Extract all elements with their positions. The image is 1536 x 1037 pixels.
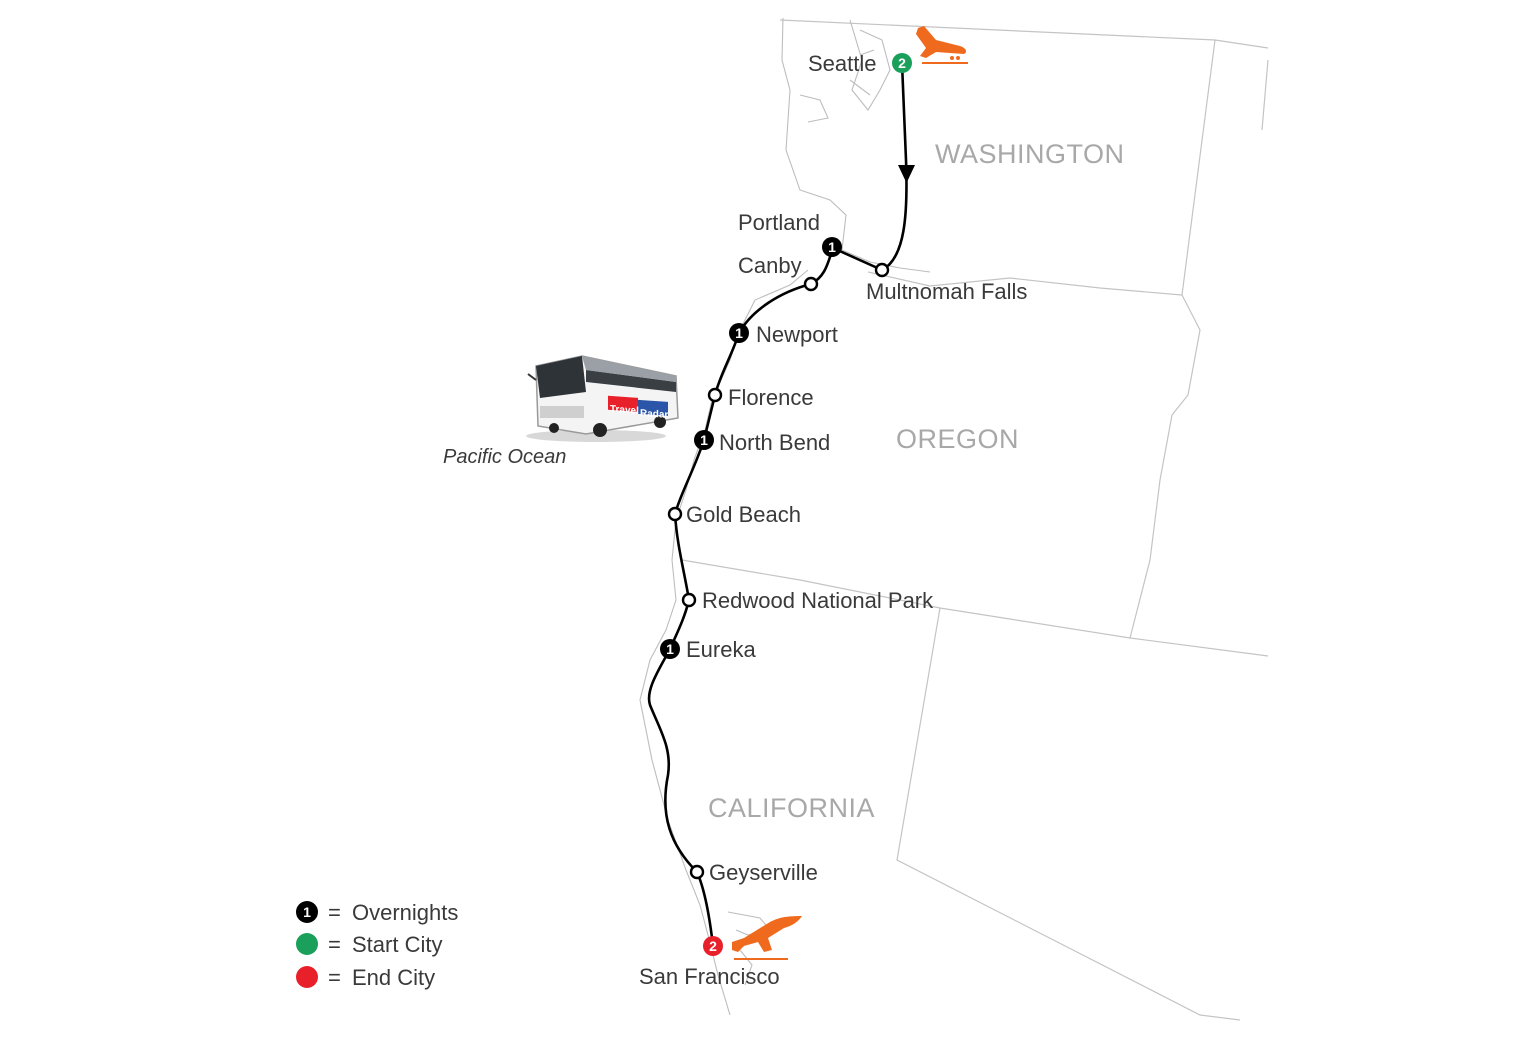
badge-north-bend: 1 bbox=[700, 432, 708, 448]
badge-eureka: 1 bbox=[666, 641, 674, 657]
legend-overnights-label: Overnights bbox=[352, 900, 458, 925]
state-label-oregon: OREGON bbox=[896, 424, 1019, 454]
stop-gold-beach bbox=[667, 506, 683, 522]
stop-redwood bbox=[681, 592, 697, 608]
legend-eq-2: = bbox=[328, 932, 341, 957]
badge-newport: 1 bbox=[735, 325, 743, 341]
badge-portland: 1 bbox=[828, 239, 836, 255]
puget-sound bbox=[799, 19, 891, 123]
state-label-california: CALIFORNIA bbox=[708, 793, 875, 823]
legend-overnights-badge: 1 bbox=[303, 904, 311, 920]
state-label-washington: WASHINGTON bbox=[935, 139, 1125, 169]
legend-start-label: Start City bbox=[352, 932, 442, 957]
legend-start-marker bbox=[296, 933, 318, 955]
bus-icon: Travel Radar bbox=[526, 355, 679, 442]
tour-route-line bbox=[647, 61, 908, 948]
wa-north-border bbox=[779, 19, 1269, 49]
id-mt-border bbox=[1261, 59, 1269, 131]
city-label-eureka: Eureka bbox=[686, 637, 756, 662]
stop-newport: 1 bbox=[729, 323, 749, 343]
stop-san-francisco: 2 bbox=[703, 936, 723, 956]
city-label-redwood: Redwood National Park bbox=[702, 588, 934, 613]
stop-eureka: 1 bbox=[660, 639, 680, 659]
badge-san-francisco: 2 bbox=[709, 938, 717, 954]
airplane-icon bbox=[732, 916, 802, 960]
city-label-portland: Portland bbox=[738, 210, 820, 235]
stop-portland: 1 bbox=[822, 237, 842, 257]
city-label-geyserville: Geyserville bbox=[709, 860, 818, 885]
airplane-icon bbox=[916, 26, 968, 64]
route-arrow-icon bbox=[898, 165, 915, 183]
wa-id-border bbox=[1181, 39, 1216, 296]
city-label-seattle: Seattle bbox=[808, 51, 877, 76]
city-label-multnomah: Multnomah Falls bbox=[866, 279, 1027, 304]
city-label-north-bend: North Bend bbox=[719, 430, 830, 455]
wa-or-border bbox=[867, 271, 1183, 296]
legend-eq-3: = bbox=[328, 965, 341, 990]
state-borders bbox=[681, 19, 1269, 1021]
wa-coast bbox=[781, 17, 847, 251]
stop-florence bbox=[707, 387, 723, 403]
ca-nv-border bbox=[896, 607, 1241, 1021]
city-label-newport: Newport bbox=[756, 322, 838, 347]
badge-seattle: 2 bbox=[898, 55, 906, 71]
stop-geyserville bbox=[689, 864, 705, 880]
bus-brand-part2: Radar bbox=[640, 408, 668, 421]
bus-brand-part1: Travel bbox=[610, 404, 639, 417]
city-label-san-francisco: San Francisco bbox=[639, 964, 780, 989]
stop-north-bend: 1 bbox=[694, 430, 714, 450]
legend-end-label: End City bbox=[352, 965, 435, 990]
city-label-canby: Canby bbox=[738, 253, 802, 278]
stop-seattle: 2 bbox=[892, 53, 912, 73]
ocean-label: Pacific Ocean bbox=[443, 446, 566, 468]
city-label-gold-beach: Gold Beach bbox=[686, 502, 801, 527]
legend-overnights-marker bbox=[296, 901, 318, 923]
legend: 1 = Overnights = Start City = End City bbox=[296, 900, 458, 990]
legend-end-marker bbox=[296, 966, 318, 988]
legend-eq-1: = bbox=[328, 900, 341, 925]
city-label-florence: Florence bbox=[728, 385, 814, 410]
stop-canby bbox=[803, 276, 819, 292]
stop-multnomah-falls bbox=[874, 262, 890, 278]
or-id-border bbox=[1129, 294, 1201, 639]
